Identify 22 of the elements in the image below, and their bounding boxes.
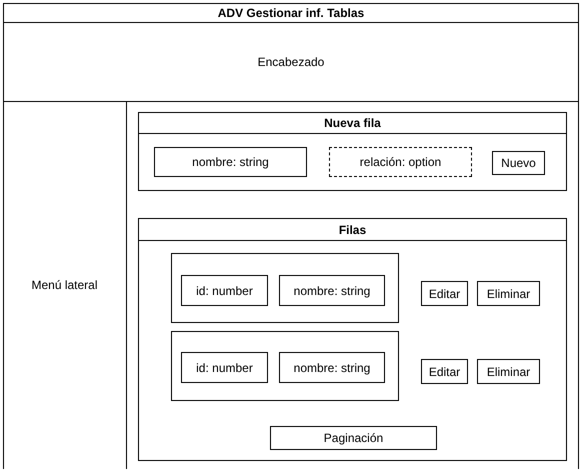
section-label: Menú lateral (3, 101, 127, 469)
action-button: Editar (421, 281, 468, 306)
section-label: Encabezado (3, 22, 579, 102)
field-box: nombre: string (154, 147, 307, 177)
action-button: Editar (421, 359, 468, 384)
field-box: relación: option (329, 147, 472, 177)
list-panel (138, 218, 567, 461)
field-box: nombre: string (279, 275, 385, 306)
form-panel (138, 112, 567, 191)
row-box (171, 253, 399, 323)
action-button: Nuevo (492, 151, 545, 175)
action-button: Eliminar (477, 281, 540, 306)
field-box: id: number (181, 275, 268, 306)
pagination-bar: Paginación (270, 426, 437, 450)
row-box (171, 331, 399, 401)
panel-title: Filas (139, 219, 566, 241)
page-frame (3, 3, 579, 469)
field-box: nombre: string (279, 352, 385, 383)
field-box: id: number (181, 352, 268, 383)
panel-title: ADV Gestionar inf. Tablas (4, 4, 578, 23)
action-button: Eliminar (477, 359, 540, 384)
panel-title: Nueva fila (139, 113, 566, 134)
